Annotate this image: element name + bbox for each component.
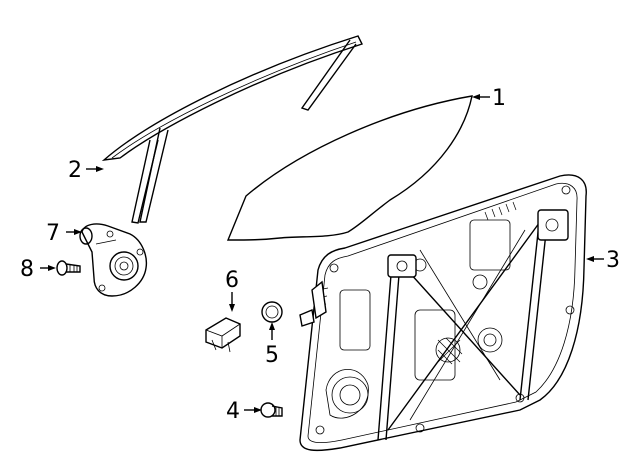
- bolt: [260, 402, 283, 418]
- window-regulator-module: [299, 174, 587, 452]
- window-channel-seal: [101, 35, 363, 224]
- callout-7: 7: [46, 221, 60, 246]
- grommet: [261, 301, 283, 323]
- callout-5: 5: [265, 343, 279, 368]
- callout-4: 4: [226, 399, 240, 424]
- callout-8: 8: [20, 257, 34, 282]
- callout-6: 6: [225, 268, 239, 293]
- clip: [205, 317, 241, 353]
- callout-2: 2: [68, 158, 82, 183]
- callout-1: 1: [492, 86, 506, 111]
- door-glass: [226, 95, 473, 241]
- window-motor: [79, 223, 148, 297]
- vent-hatching-top: [484, 201, 517, 221]
- callout-3: 3: [606, 248, 620, 273]
- screw: [56, 260, 81, 276]
- leader-lines: [40, 94, 604, 413]
